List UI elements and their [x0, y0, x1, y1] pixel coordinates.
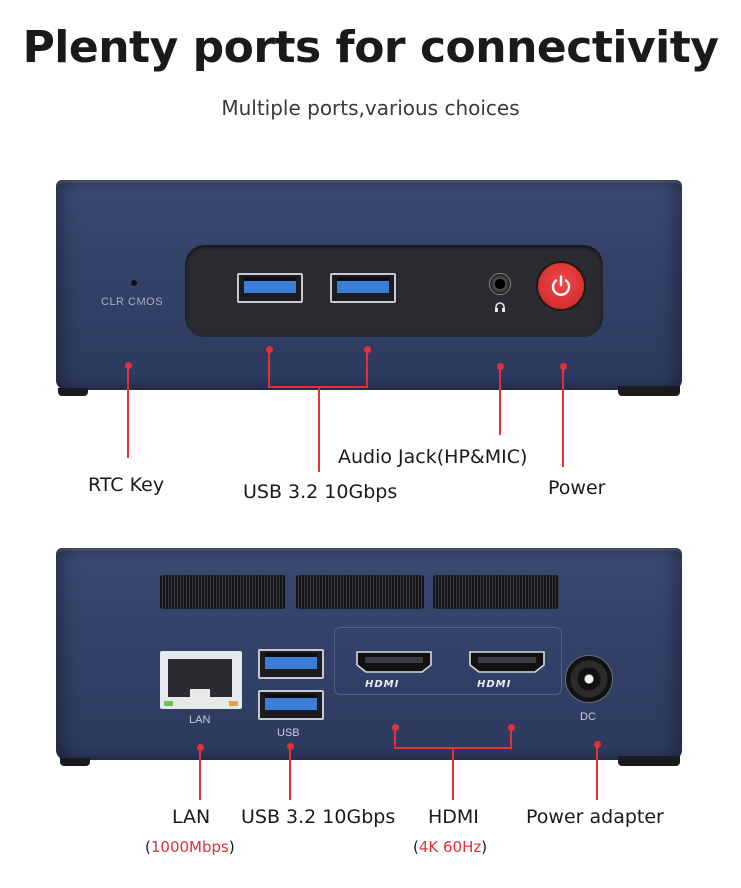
lan-callout-dot [197, 744, 204, 751]
lan-port [160, 651, 242, 709]
chassis-foot [60, 758, 90, 766]
lan-speed-note: (1000Mbps) [145, 838, 235, 856]
usb-callout-dot [364, 346, 371, 353]
chassis-foot [618, 756, 680, 766]
hdmi-callout-dot [392, 724, 399, 731]
back-usb-port-2 [258, 690, 324, 720]
page-title: Plenty ports for connectivity [22, 22, 719, 73]
vent-grille [160, 575, 286, 609]
hdmi-resolution-note: (4K 60Hz) [413, 838, 488, 856]
audio-callout-dot [497, 363, 504, 370]
usb-callout-dot [266, 346, 273, 353]
usb-callout-line [318, 386, 320, 472]
rtc-callout-line [127, 366, 129, 458]
lan-label: LAN [172, 806, 211, 828]
headset-icon [494, 301, 506, 313]
power-button [538, 263, 584, 309]
power-callout-line [562, 367, 564, 467]
power-adapter-label: Power adapter [526, 806, 664, 828]
back-usb-port-1 [258, 649, 324, 679]
usb-callout-line [268, 350, 270, 387]
front-usb-port-1 [237, 273, 303, 303]
rtc-key-label: RTC Key [88, 474, 165, 496]
back-usb-label: USB 3.2 10Gbps [241, 806, 396, 828]
lan-callout-line [199, 748, 201, 800]
hdmi-logo: HDMI [365, 679, 400, 690]
dc-port-label: DC [580, 711, 596, 723]
clr-cmos-label: CLR CMOS [101, 296, 164, 308]
hdmi-port-group [334, 627, 562, 695]
power-icon [551, 275, 571, 296]
lan-speed-value: 1000Mbps [150, 838, 229, 856]
back-usb-callout-dot [287, 743, 294, 750]
hdmi-port-2 [469, 651, 545, 673]
usb-port-label: USB [277, 727, 300, 739]
rtc-callout-dot [125, 362, 132, 369]
audio-jack [489, 273, 511, 295]
hdmi-callout-dot [508, 724, 515, 731]
front-usb-port-2 [330, 273, 396, 303]
lan-port-label: LAN [189, 714, 211, 726]
hdmi-callout-line [510, 728, 512, 748]
power-adapter-callout-dot [594, 741, 601, 748]
lan-led-green [164, 701, 173, 706]
power-callout-dot [560, 363, 567, 370]
front-usb-label: USB 3.2 10Gbps [243, 481, 398, 503]
hdmi-resolution-value: 4K 60Hz [418, 838, 482, 856]
hdmi-callout-line [452, 747, 454, 800]
hdmi-callout-line [394, 728, 396, 748]
chassis-foot [58, 388, 88, 396]
power-label: Power [548, 477, 606, 499]
back-usb-callout-line [289, 747, 291, 800]
page-subtitle: Multiple ports,various choices [221, 96, 520, 120]
audio-jack-label: Audio Jack(HP&MIC) [338, 446, 528, 468]
hdmi-label: HDMI [428, 806, 479, 828]
lan-led-orange [229, 701, 238, 706]
clr-cmos-hole [131, 280, 137, 286]
power-adapter-callout-line [596, 745, 598, 800]
usb-callout-line [366, 350, 368, 387]
hdmi-logo: HDMI [477, 679, 512, 690]
vent-grille [296, 575, 424, 609]
audio-callout-line [499, 367, 501, 435]
chassis-foot [618, 386, 680, 396]
dc-power-jack [565, 655, 613, 703]
vent-grille [433, 575, 559, 609]
hdmi-port-1 [356, 651, 432, 673]
